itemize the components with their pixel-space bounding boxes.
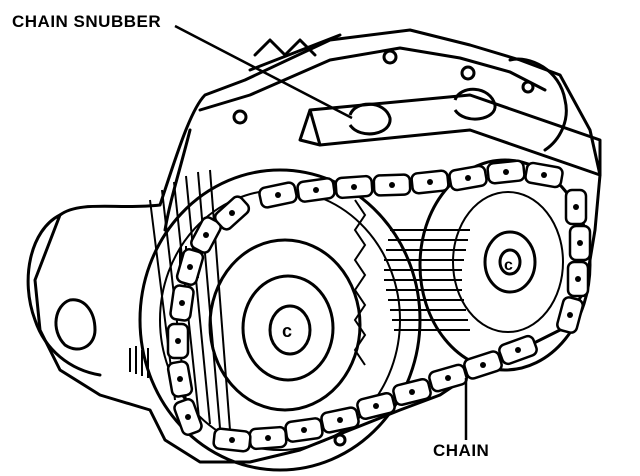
chain-label: CHAIN: [433, 441, 489, 460]
hub-mark-c-right: c: [504, 257, 513, 274]
center-sprocket-teeth: [353, 199, 367, 366]
gear-teeth-hatching: [384, 229, 470, 331]
chain-snubber-label: CHAIN SNUBBER: [12, 12, 161, 31]
hub-mark-c: c: [282, 321, 292, 341]
callout-chain: CHAIN: [433, 378, 489, 460]
chain-pins: [175, 169, 583, 443]
drive-chain: [166, 159, 592, 453]
callout-chain-snubber: CHAIN SNUBBER: [12, 12, 353, 120]
transfer-case-housing: [26, 28, 602, 464]
chain-snubber: [298, 87, 602, 177]
chain-snubber-leader-line: [174, 24, 353, 120]
driven-sprocket-right: c: [384, 158, 592, 372]
drive-sprocket-left: c: [129, 168, 422, 472]
